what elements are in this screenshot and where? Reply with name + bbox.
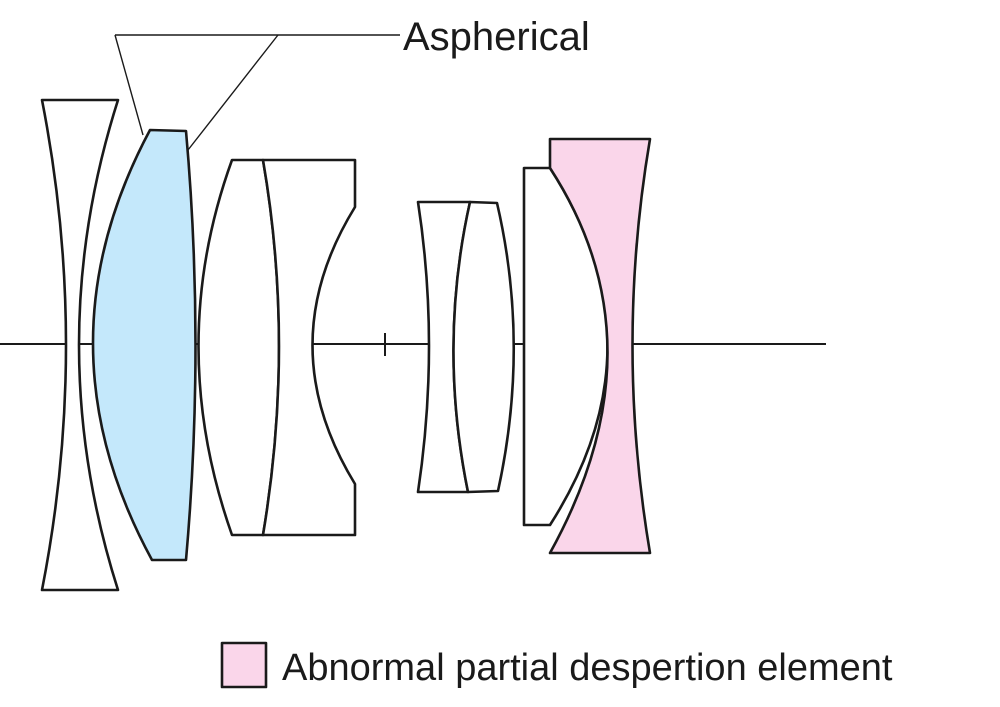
aspherical-leader-line-1 [114,34,144,136]
abnormal-partial-dispersion-element [548,137,652,555]
aspherical-label: Aspherical [403,15,590,59]
legend-label: Abnormal partial despertion element [282,647,893,689]
lens-element-1 [40,98,120,592]
aspherical-lens-element [91,128,197,562]
lens-element-4 [261,158,357,537]
legend-swatch-apd [220,641,268,689]
lens-element-6 [452,200,516,494]
lens-element-3 [197,158,281,537]
aspherical-leader-line-2 [187,34,279,151]
